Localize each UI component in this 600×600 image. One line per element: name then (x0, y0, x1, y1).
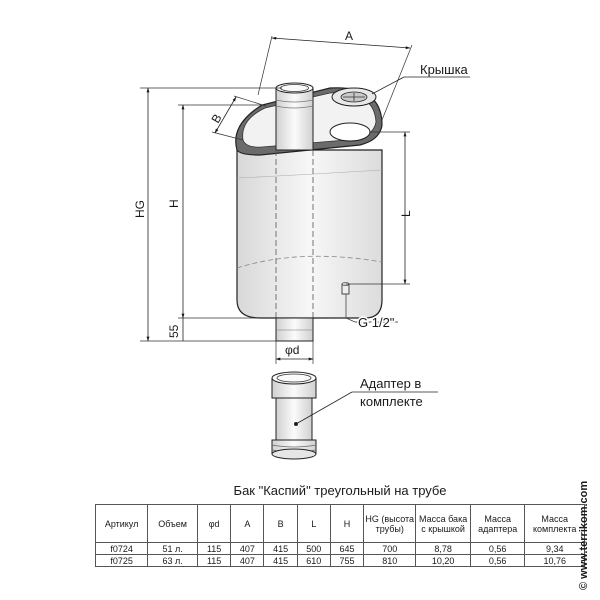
label-thread: G 1/2" (358, 315, 395, 330)
table-cell: 0,56 (469, 554, 526, 567)
col-header: B (263, 504, 298, 543)
dimension-d: φd (275, 341, 314, 364)
fitting-icon (341, 282, 356, 323)
table-cell: 500 (296, 542, 331, 555)
label-55: 55 (167, 324, 181, 338)
table-cell: 700 (363, 542, 417, 555)
callout-thread: G 1/2" (355, 314, 398, 332)
table-cell: 407 (230, 554, 265, 567)
col-header: Масса адаптера (469, 504, 526, 543)
table-cell: 8,78 (415, 542, 471, 555)
table-cell: 63 л. (147, 554, 199, 567)
col-header: L (296, 504, 331, 543)
table-cell: 51 л. (147, 542, 199, 555)
col-header: A (230, 504, 265, 543)
table-title: Бак "Каспий" треугольный на трубе (95, 477, 585, 505)
table-cell: 0,56 (469, 542, 526, 555)
label-a: A (345, 29, 353, 43)
tank-body (236, 149, 383, 319)
table-cell: 810 (363, 554, 417, 567)
table-cell: 610 (296, 554, 331, 567)
table-cell: 407 (230, 542, 265, 555)
table-cell: f0724 (94, 542, 149, 555)
col-header: Артикул (94, 504, 149, 543)
table-row: f0725 63 л. 115 407 415 610 755 810 10,2… (94, 554, 585, 567)
col-header: HG (высота трубы) (363, 504, 417, 543)
table-cell: 10,20 (415, 554, 471, 567)
spec-table: Бак "Каспий" треугольный на трубе Артику… (94, 477, 585, 567)
dimension-l: L (346, 131, 413, 285)
col-header: Масса бака с крышкой (415, 504, 471, 543)
label-adapter-2: комплекте (360, 394, 423, 409)
label-h: H (167, 199, 181, 208)
table-cell: 9,34 (524, 542, 585, 555)
label-hg: HG (133, 200, 147, 218)
table-cell: 645 (329, 542, 365, 555)
label-l: L (399, 210, 413, 217)
col-header: H (329, 504, 365, 543)
callout-cover: Крышка (371, 62, 470, 95)
pipe (275, 82, 314, 342)
col-header: Объем (147, 504, 199, 543)
col-header: φd (197, 504, 232, 543)
cover-icon (331, 87, 377, 107)
table-row: f0724 51 л. 115 407 415 500 645 700 8,78… (94, 542, 585, 555)
watermark: © www.terrikom.com (578, 480, 590, 590)
label-adapter-1: Адаптер в (360, 376, 421, 391)
table-cell: 415 (263, 554, 298, 567)
table-cell: 10,76 (524, 554, 585, 567)
table-cell: 115 (197, 554, 232, 567)
table-cell: 415 (263, 542, 298, 555)
label-d: φd (285, 343, 299, 357)
dimension-vertical: HG H 55 (133, 87, 282, 342)
table-cell: 115 (197, 542, 232, 555)
dimension-a: A (257, 29, 413, 121)
label-b: B (208, 112, 224, 126)
callout-adapter: Адаптер в комплекте (352, 376, 438, 409)
table-header-row: Артикул Объем φd A B L H HG (высота труб… (94, 504, 585, 543)
adapter-icon (271, 371, 353, 460)
label-cover: Крышка (420, 62, 469, 77)
technical-drawing: A B HG H 55 L φd Крышка (133, 29, 470, 460)
table-cell: 755 (329, 554, 365, 567)
col-header: Масса комплекта (524, 504, 585, 543)
table-cell: f0725 (94, 554, 149, 567)
